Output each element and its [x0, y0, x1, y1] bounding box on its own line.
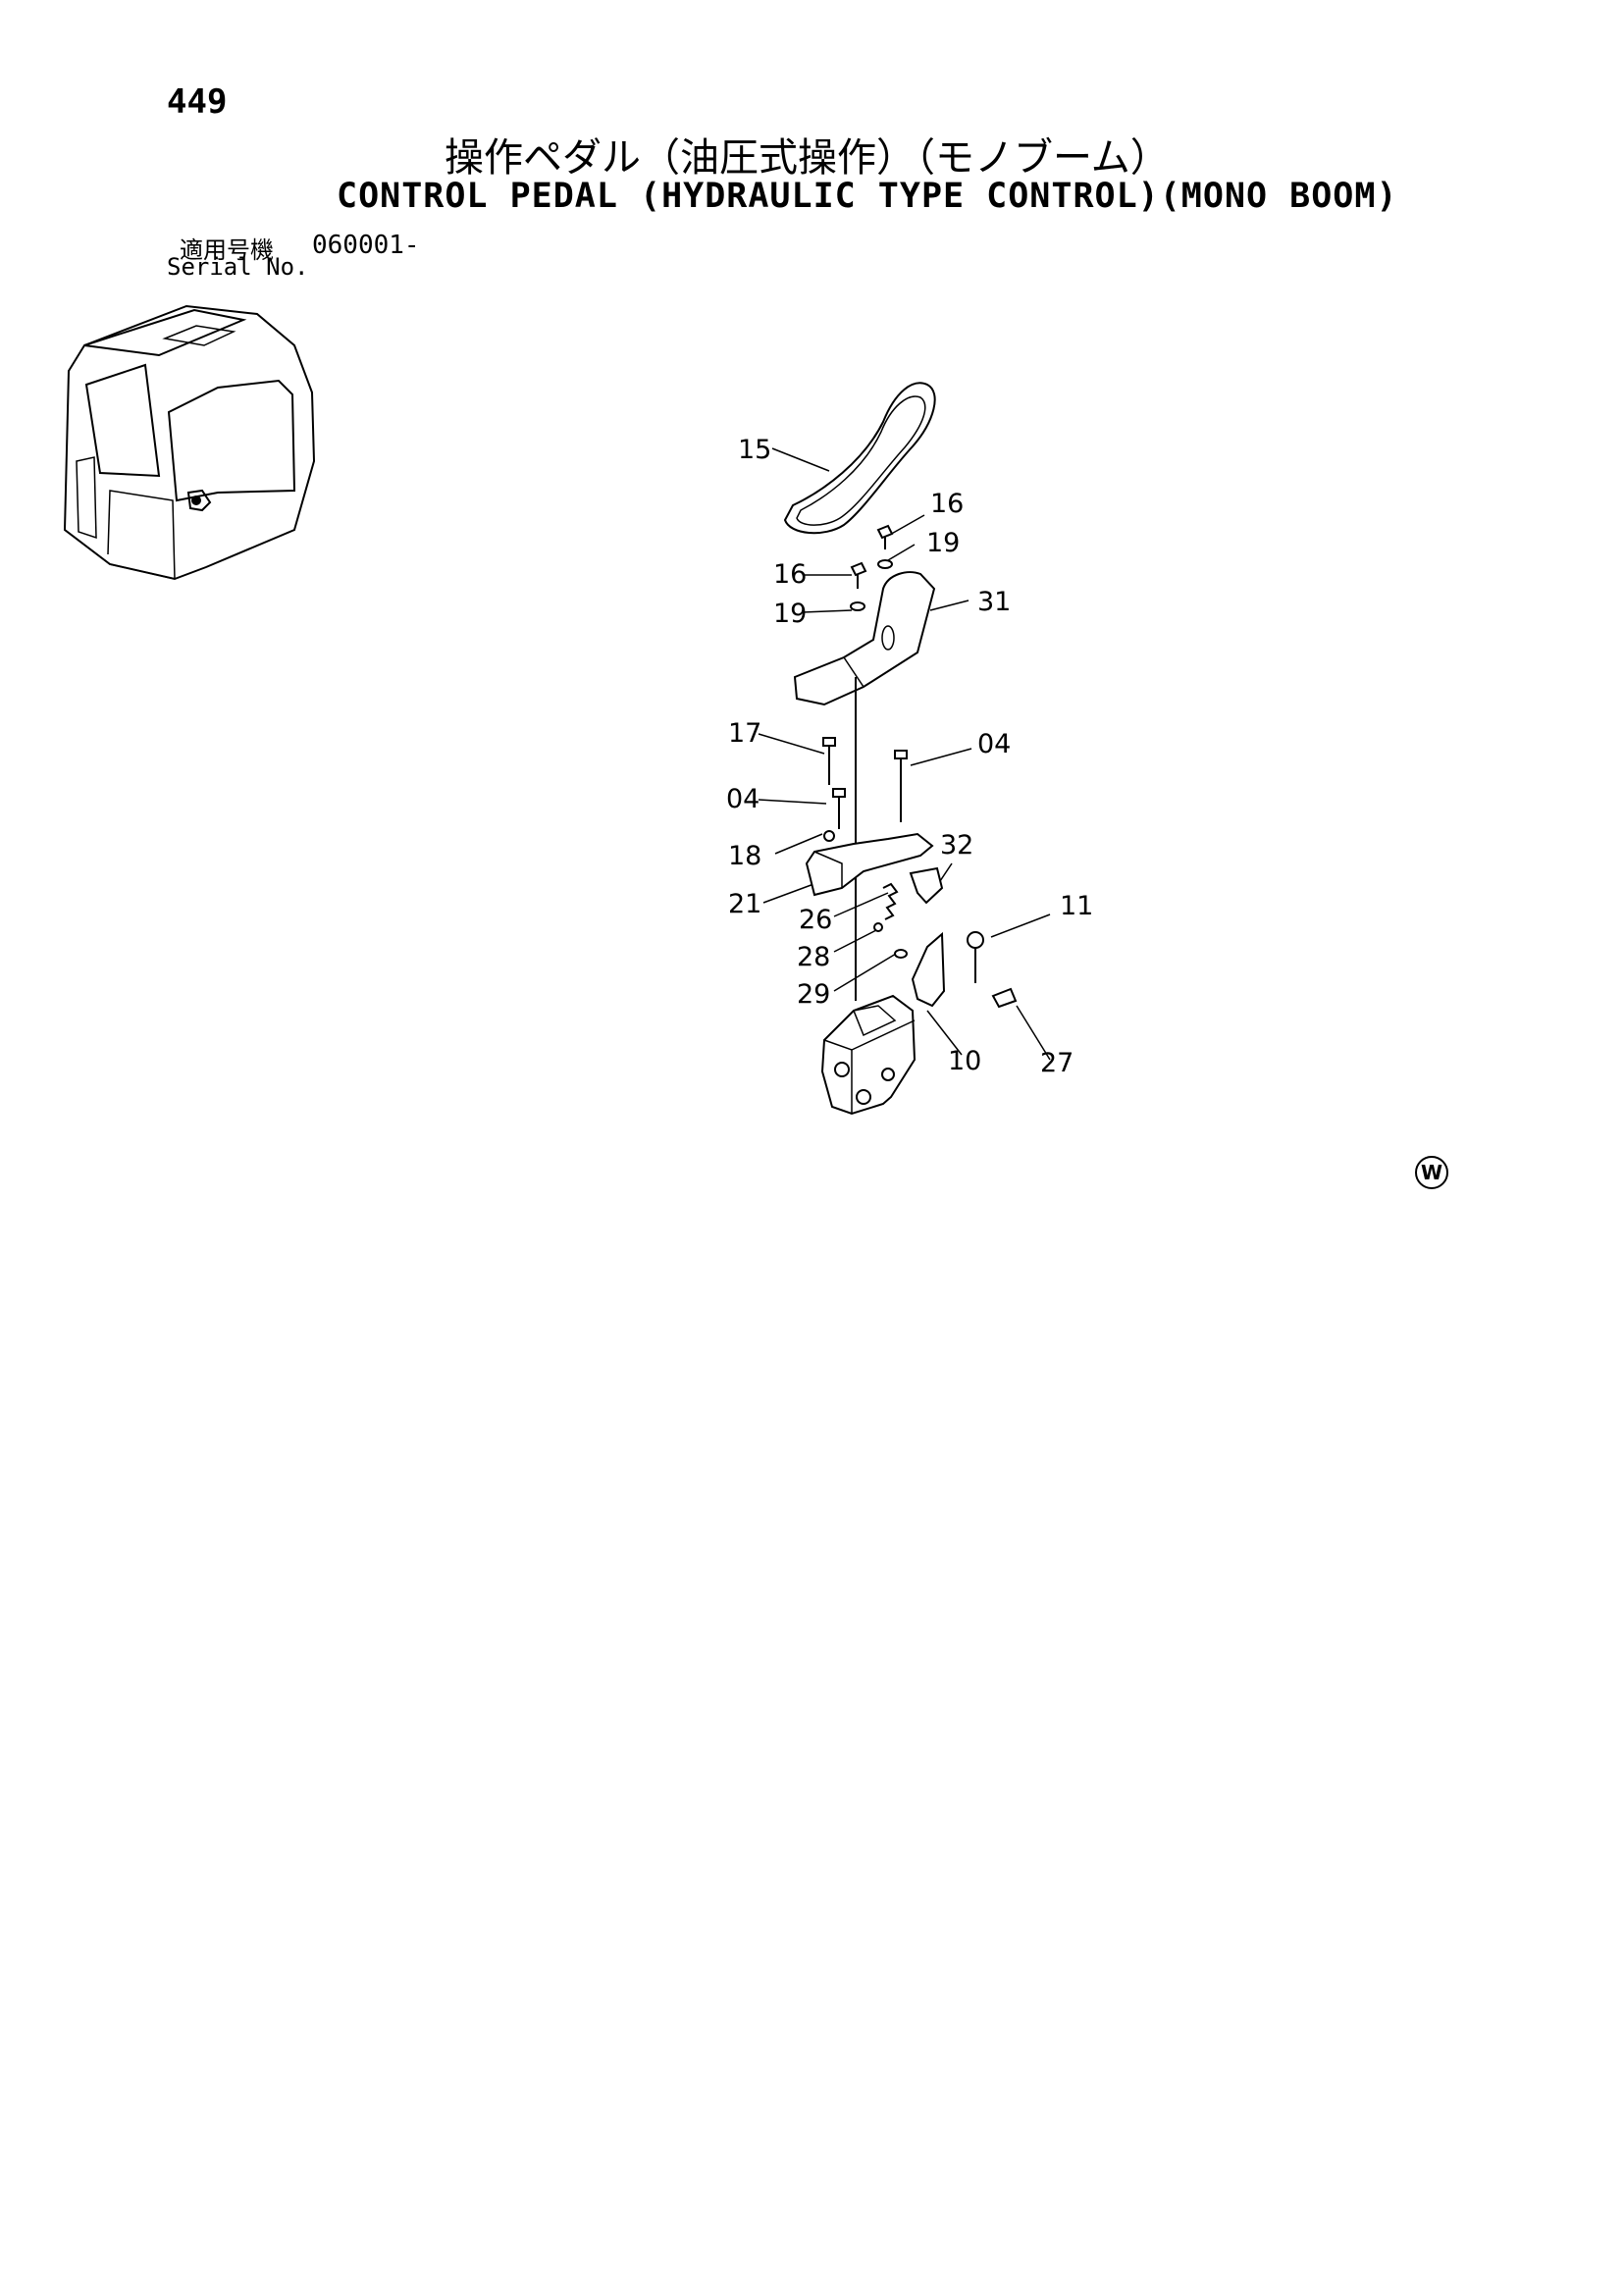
- callout-04: 04: [977, 729, 1011, 759]
- callout-19: 19: [926, 528, 960, 558]
- callout-19: 19: [773, 599, 807, 629]
- cab-locator-drawing: [63, 304, 316, 581]
- serial-label-japanese: 適用号機: [180, 236, 274, 264]
- callout-10: 10: [948, 1046, 981, 1076]
- pedal-assembly: [783, 382, 1018, 1116]
- callout-18: 18: [728, 841, 761, 871]
- title-english: CONTROL PEDAL (HYDRAULIC TYPE CONTROL)(M…: [337, 177, 1398, 216]
- circled-w-mark: W: [1415, 1156, 1448, 1189]
- callout-16: 16: [773, 559, 807, 590]
- callout-17: 17: [728, 718, 761, 749]
- callout-04: 04: [726, 784, 760, 814]
- serial-label-english: Serial No.: [167, 253, 309, 281]
- serial-value: 060001-: [312, 231, 420, 260]
- callout-16: 16: [930, 489, 964, 519]
- callout-32: 32: [940, 830, 973, 861]
- callout-28: 28: [797, 942, 830, 972]
- callout-labels: 15 16 19 16 19 31 17 04 04 18 32 21 26 1…: [726, 435, 1093, 1078]
- callout-29: 29: [797, 979, 830, 1010]
- title-japanese: 操作ペダル（油圧式操作）（モノブーム）: [445, 135, 1170, 181]
- callout-26: 26: [799, 905, 832, 935]
- callout-15: 15: [738, 435, 771, 465]
- page-number: 449: [167, 82, 228, 122]
- callout-31: 31: [977, 587, 1011, 617]
- callout-21: 21: [728, 889, 761, 919]
- callout-11: 11: [1060, 891, 1093, 921]
- callout-27: 27: [1040, 1048, 1074, 1078]
